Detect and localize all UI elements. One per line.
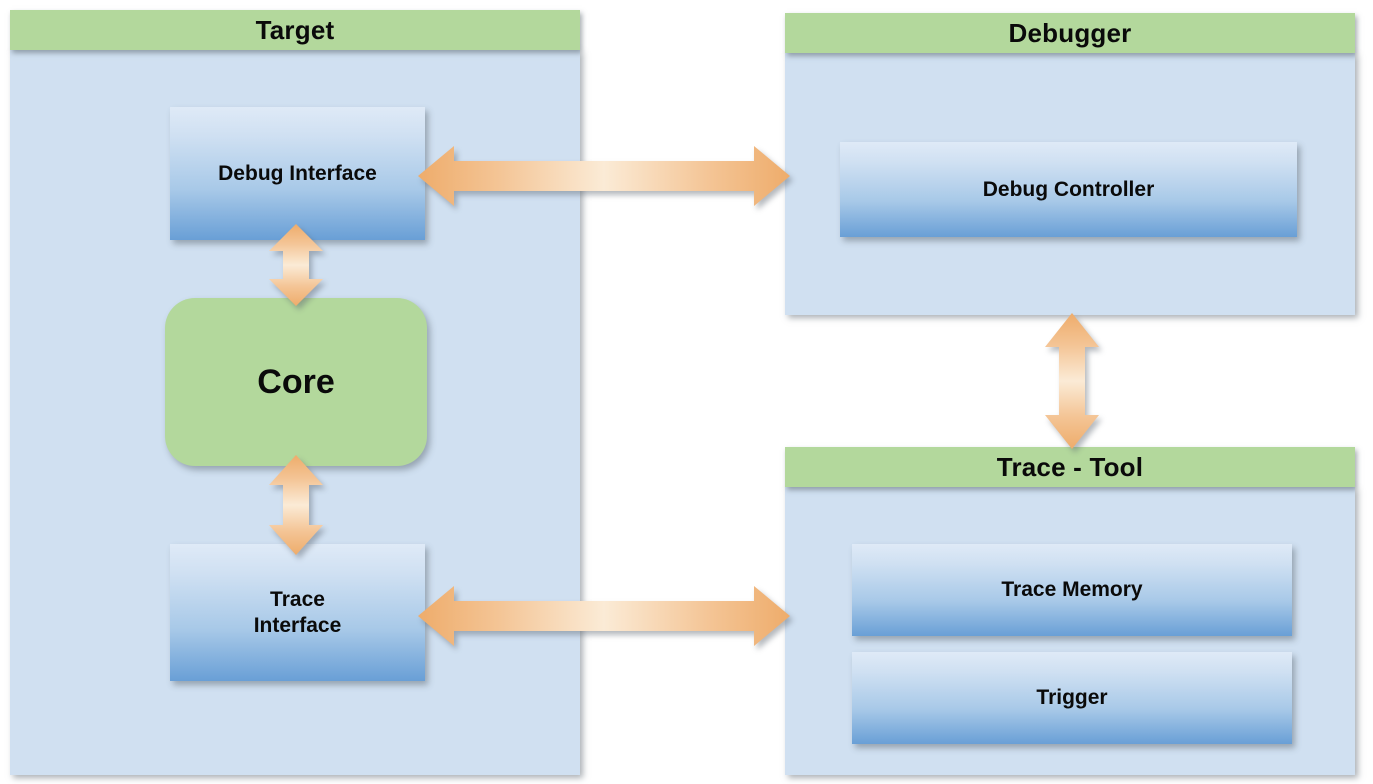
panel-target-header: Target [10,10,580,50]
block-debug-interface-label: Debug Interface [218,161,377,185]
block-trace-memory-label: Trace Memory [1001,578,1143,602]
panel-debugger[interactable]: Debugger Debug Controller [785,13,1355,315]
panel-target-title: Target [255,14,335,45]
block-core-label: Core [257,362,335,401]
arrow-trace-interface-to-trace-tool [418,583,790,649]
block-debug-controller[interactable]: Debug Controller [840,142,1297,237]
block-trigger-label: Trigger [1036,686,1108,710]
block-trigger[interactable]: Trigger [852,652,1292,744]
block-debug-controller-label: Debug Controller [982,177,1155,201]
block-trace-memory[interactable]: Trace Memory [852,544,1292,636]
panel-debugger-title: Debugger [1008,17,1132,48]
arrow-core-to-trace-interface [266,455,326,555]
panel-trace-tool-header: Trace - Tool [785,447,1355,487]
panel-target[interactable]: Target Debug Interface Core Trace Interf… [10,10,580,775]
block-debug-interface[interactable]: Debug Interface [170,107,425,240]
panel-debugger-header: Debugger [785,13,1355,53]
block-trace-interface-label: Trace Interface [253,587,342,637]
arrow-debug-interface-to-core [266,224,326,306]
block-core[interactable]: Core [165,298,427,466]
arrow-debugger-to-trace-tool [1042,313,1102,449]
panel-trace-tool-title: Trace - Tool [996,451,1144,482]
arrow-debug-interface-to-debug-controller [418,143,790,209]
block-trace-interface[interactable]: Trace Interface [170,544,425,681]
panel-trace-tool[interactable]: Trace - Tool Trace Memory Trigger [785,447,1355,775]
